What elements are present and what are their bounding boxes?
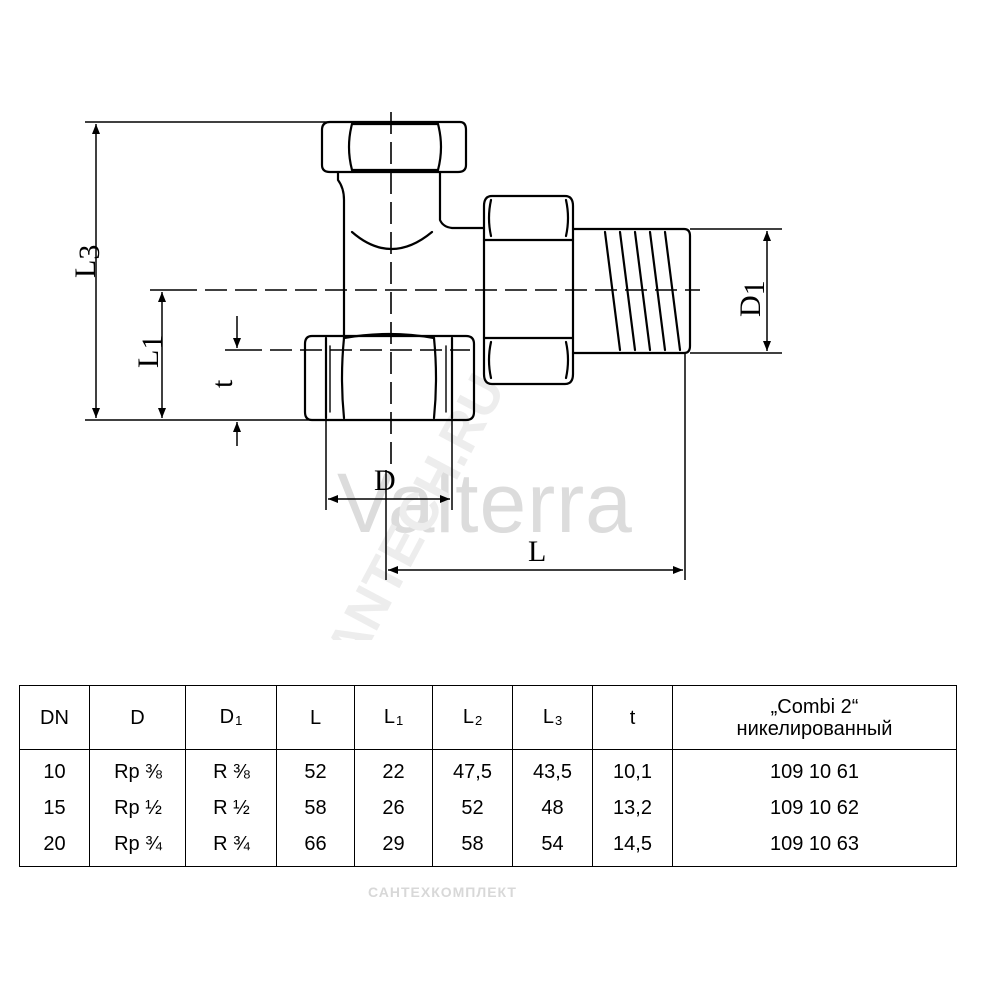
label-d1: D1 — [734, 280, 771, 317]
top-nut — [320, 120, 468, 174]
cell-l: 58 — [276, 790, 355, 826]
cell-d: Rp ⅜ — [89, 749, 186, 790]
cell-article: 109 10 61 — [672, 749, 957, 790]
header-l: L — [276, 685, 355, 750]
spec-table: DN D D1 L L1 L2 L3 t „Combi 2“никелирова… — [19, 685, 957, 867]
header-d1: D1 — [185, 685, 277, 750]
cell-d1: R ¾ — [185, 826, 277, 867]
cell-dn: 10 — [19, 749, 90, 790]
header-l3: L3 — [512, 685, 593, 750]
table-header-row: DN D D1 L L1 L2 L3 t „Combi 2“никелирова… — [19, 685, 957, 750]
cell-l2: 47,5 — [432, 749, 513, 790]
cell-l2: 52 — [432, 790, 513, 826]
header-d: D — [89, 685, 186, 750]
table-row: 20 Rp ¾ R ¾ 66 29 58 54 14,5 109 10 63 — [19, 826, 957, 867]
cell-t: 14,5 — [592, 826, 673, 867]
cell-l2: 58 — [432, 826, 513, 867]
table-row: 10 Rp ⅜ R ⅜ 52 22 47,5 43,5 10,1 109 10 … — [19, 749, 957, 790]
header-article: „Combi 2“никелированный — [672, 685, 957, 750]
table-row: 15 Rp ½ R ½ 58 26 52 48 13,2 109 10 62 — [19, 790, 957, 826]
label-l: L — [528, 535, 546, 568]
cell-l1: 26 — [354, 790, 433, 826]
cell-l3: 48 — [512, 790, 593, 826]
cell-l3: 54 — [512, 826, 593, 867]
label-t: t — [206, 379, 239, 388]
cell-d: Rp ½ — [89, 790, 186, 826]
header-t: t — [592, 685, 673, 750]
label-d: D — [374, 464, 396, 497]
cell-t: 10,1 — [592, 749, 673, 790]
cell-dn: 15 — [19, 790, 90, 826]
cell-article: 109 10 62 — [672, 790, 957, 826]
cell-l1: 22 — [354, 749, 433, 790]
cell-d1: R ⅜ — [185, 749, 277, 790]
footer-watermark: САНТЕХКОМПЛЕКТ — [368, 884, 517, 900]
union-nut — [482, 194, 575, 386]
cell-l: 52 — [276, 749, 355, 790]
label-l1: L1 — [132, 335, 169, 368]
cell-d1: R ½ — [185, 790, 277, 826]
cell-l1: 29 — [354, 826, 433, 867]
cell-l3: 43,5 — [512, 749, 593, 790]
valve-drawing: Valterra SANTECH.RU — [69, 112, 782, 640]
label-l3: L3 — [69, 245, 106, 278]
header-l2: L2 — [432, 685, 513, 750]
threaded-tail — [571, 227, 692, 355]
cell-l: 66 — [276, 826, 355, 867]
bottom-body — [303, 334, 476, 422]
cell-article: 109 10 63 — [672, 826, 957, 867]
cell-d: Rp ¾ — [89, 826, 186, 867]
cell-dn: 20 — [19, 826, 90, 867]
header-dn: DN — [19, 685, 90, 750]
header-l1: L1 — [354, 685, 433, 750]
cell-t: 13,2 — [592, 790, 673, 826]
